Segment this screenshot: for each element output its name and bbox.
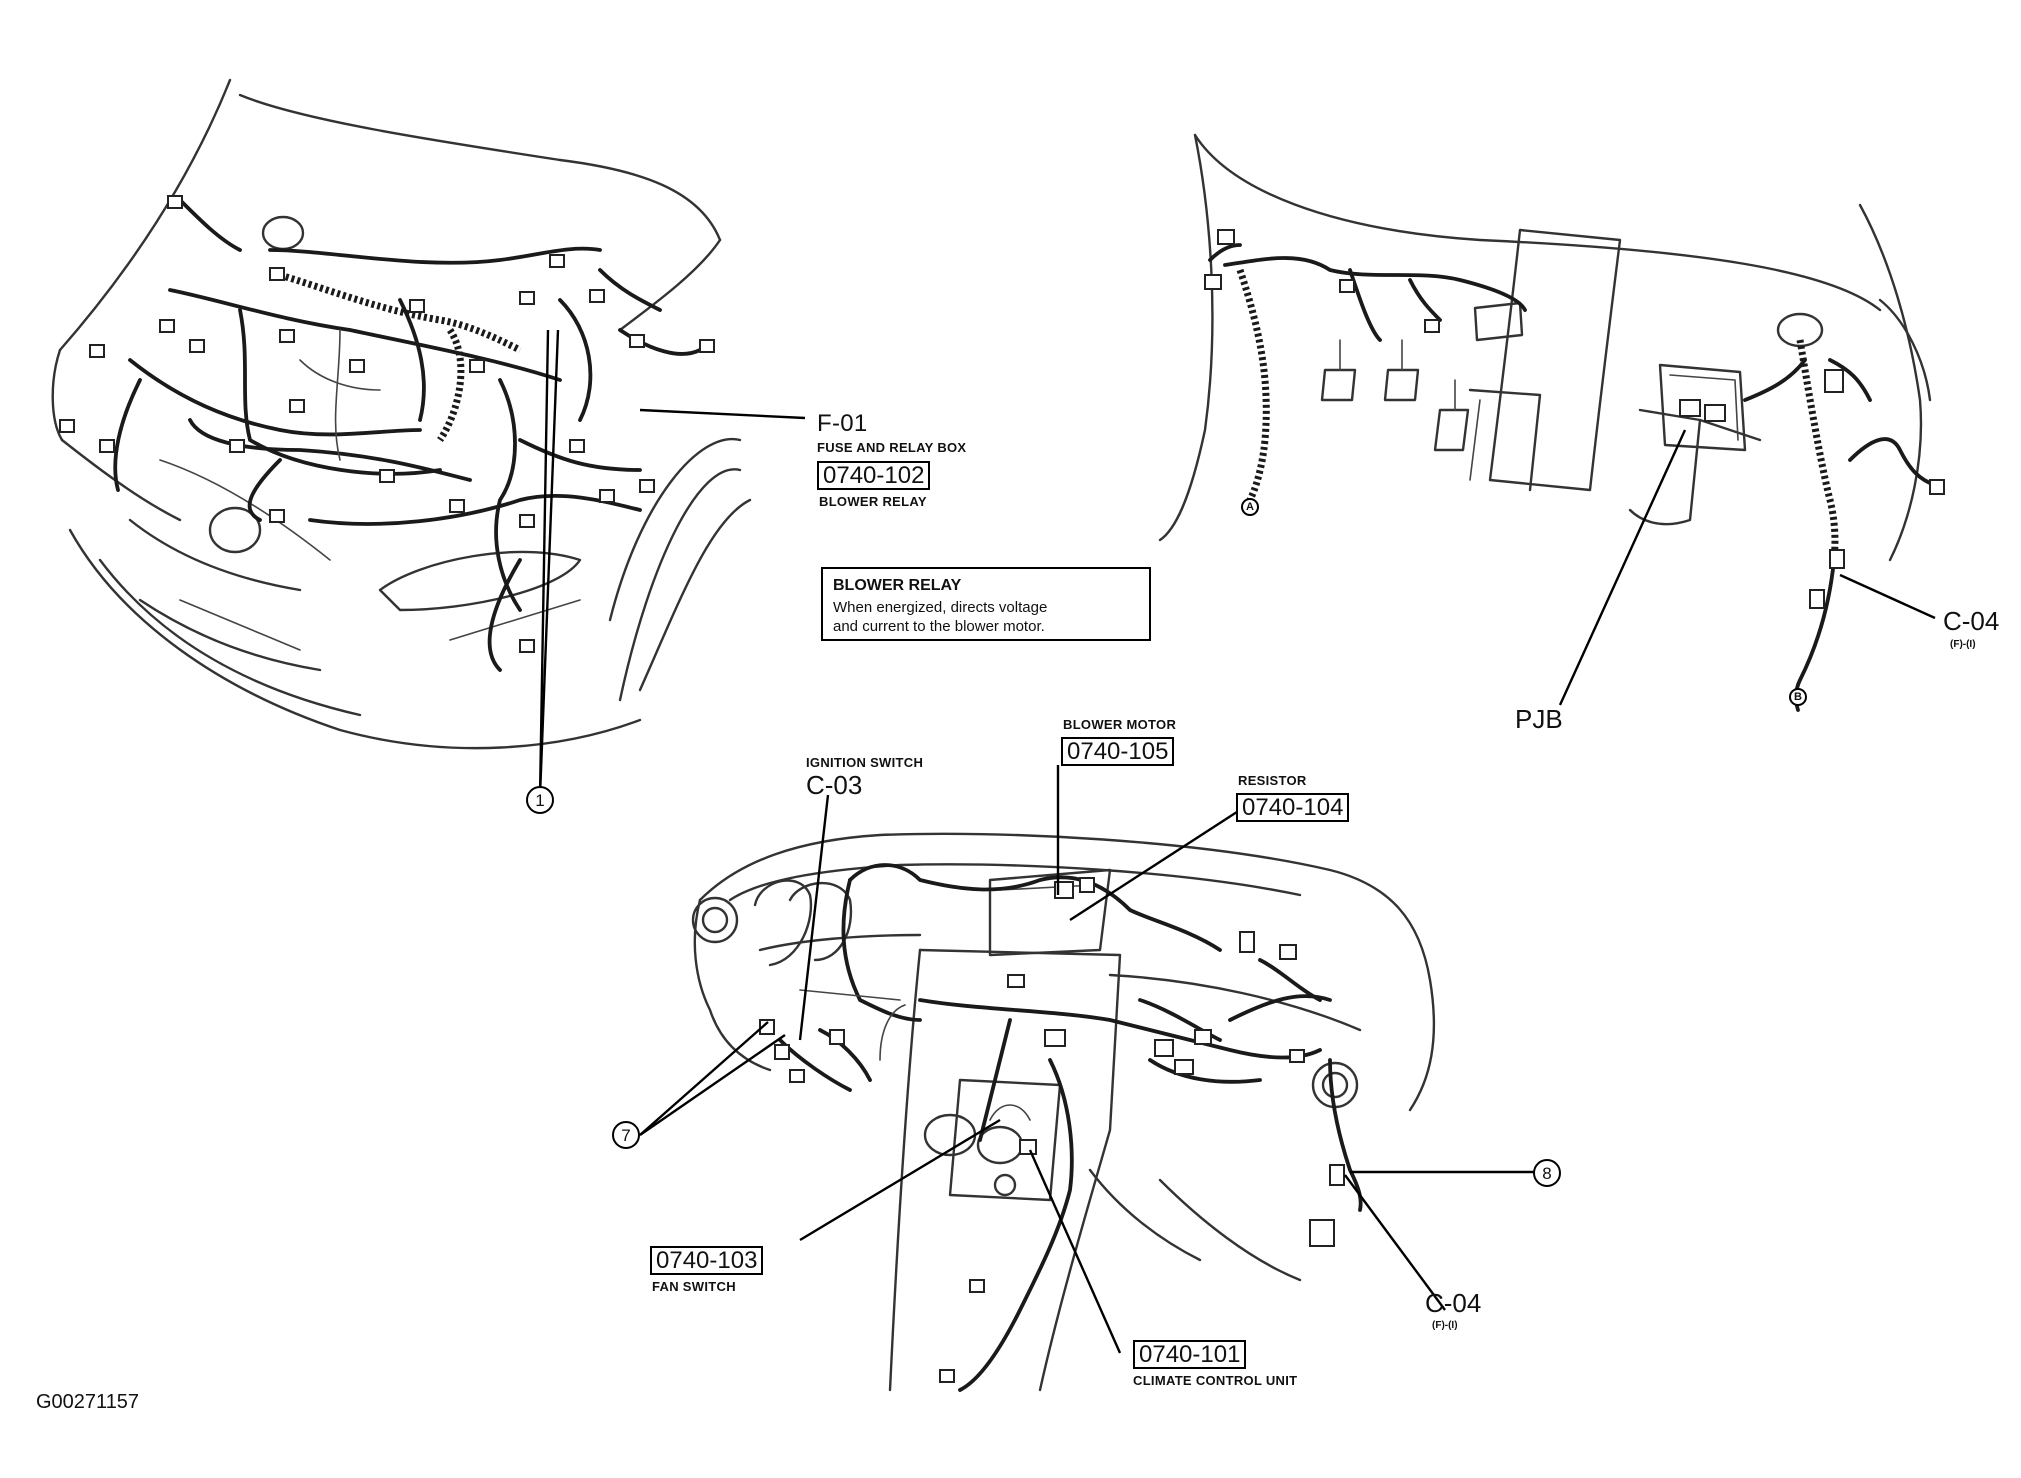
callout-title: BLOWER RELAY	[833, 577, 962, 594]
f01-code: F-01	[817, 410, 868, 437]
blower-motor-name: BLOWER MOTOR	[1063, 717, 1177, 732]
dash-pjb-view	[1158, 133, 1945, 712]
climate-control-ref: 0740-101	[1133, 1340, 1247, 1369]
c04-bottom-code: C-04	[1425, 1288, 1482, 1318]
c04-top-sub: (F)-(I)	[1950, 639, 1976, 650]
pjb-label: PJB	[1515, 704, 1563, 734]
marker-7: 7	[612, 1121, 640, 1149]
f01-name: FUSE AND RELAY BOX	[817, 440, 967, 455]
resistor-ref: 0740-104	[1236, 793, 1350, 822]
fan-switch-name: FAN SWITCH	[652, 1279, 736, 1294]
figure-id: G00271157	[36, 1391, 140, 1413]
blower-motor-ref: 0740-105	[1061, 737, 1175, 766]
connector-marker-a: A	[1241, 498, 1259, 516]
climate-control-name: CLIMATE CONTROL UNIT	[1133, 1373, 1298, 1388]
resistor-name: RESISTOR	[1238, 773, 1307, 788]
callout-line-1: When energized, directs voltage	[833, 599, 1048, 616]
callout-line-2: and current to the blower motor.	[833, 618, 1045, 635]
marker-8: 8	[1533, 1159, 1561, 1187]
blower-relay-callout: BLOWER RELAY When energized, directs vol…	[821, 567, 1151, 641]
blower-relay-name: BLOWER RELAY	[819, 494, 927, 509]
c04-top-code: C-04	[1943, 606, 2000, 636]
c04-bottom-sub: (F)-(I)	[1432, 1320, 1458, 1331]
ignition-switch-name: IGNITION SWITCH	[806, 755, 924, 770]
marker-1: 1	[526, 786, 554, 814]
instrument-panel-view	[639, 765, 1535, 1392]
ignition-switch-code: C-03	[806, 770, 863, 800]
fan-switch-ref: 0740-103	[650, 1246, 764, 1275]
connector-marker-b: B	[1789, 688, 1807, 706]
blower-relay-ref: 0740-102	[817, 461, 931, 490]
engine-compartment-view	[51, 78, 806, 797]
